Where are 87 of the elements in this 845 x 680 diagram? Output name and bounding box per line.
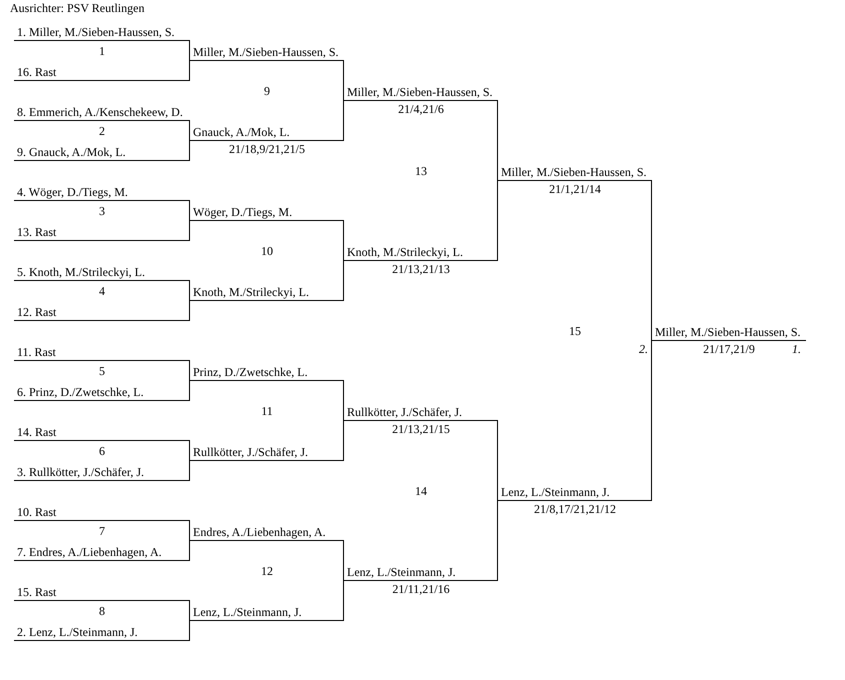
bracket-line [343, 220, 344, 261]
team-slot: Prinz, D./Zwetschke, L. [190, 364, 344, 381]
match-number: 11 [261, 404, 273, 419]
team-slot: 12. Rast [14, 304, 190, 321]
match-score: 21/4,21/6 [398, 102, 444, 117]
team-slot: 7. Endres, A./Liebenhagen, A. [14, 544, 190, 561]
bracket-line [189, 40, 190, 61]
team-slot: 16. Rast [14, 64, 190, 81]
team-slot: Wöger, D./Tiegs, M. [190, 204, 344, 221]
match-number: 8 [99, 604, 105, 619]
match-number: 1 [99, 44, 105, 59]
bracket-line [189, 300, 190, 321]
bracket-line [343, 540, 344, 581]
team-slot: 10. Rast [14, 504, 190, 521]
team-slot: 9. Gnauck, A./Mok, L. [14, 144, 190, 161]
bracket-line [189, 220, 190, 241]
team-slot: Endres, A./Liebenhagen, A. [190, 524, 344, 541]
bracket-line [343, 60, 344, 101]
match-number: 13 [415, 164, 427, 179]
match-number: 12 [261, 564, 273, 579]
bracket-line [189, 540, 190, 561]
match-number: 14 [415, 484, 427, 499]
match-score: 21/18,9/21,21/5 [229, 142, 305, 157]
title: Ausrichter: PSV Reutlingen [10, 1, 144, 16]
placement-number: 1. [792, 342, 801, 357]
match-number: 9 [264, 84, 270, 99]
team-slot: 4. Wöger, D./Tiegs, M. [14, 184, 190, 201]
team-slot: 6. Prinz, D./Zwetschke, L. [14, 384, 190, 401]
placement-number: 2. [639, 342, 648, 357]
bracket-line [189, 520, 190, 541]
match-score: 21/17,21/9 [703, 342, 755, 357]
bracket-line [189, 440, 190, 461]
match-score: 21/1,21/14 [549, 182, 601, 197]
bracket-line [343, 420, 344, 461]
team-slot: 11. Rast [14, 344, 190, 361]
bracket-line [497, 180, 498, 261]
team-slot: 5. Knoth, M./Strileckyi, L. [14, 264, 190, 281]
bracket-line [651, 180, 652, 341]
bracket-line [343, 580, 344, 621]
bracket-line [497, 500, 498, 581]
match-number: 6 [99, 444, 105, 459]
bracket-line [189, 200, 190, 221]
match-number: 2 [99, 124, 105, 139]
team-slot: Lenz, L./Steinmann, J. [344, 564, 498, 581]
bracket-line [343, 380, 344, 421]
bracket-line [343, 260, 344, 301]
match-score: 21/8,17/21,21/12 [534, 502, 616, 517]
team-slot: Knoth, M./Strileckyi, L. [344, 244, 498, 261]
bracket-line [189, 600, 190, 621]
bracket-line [343, 100, 344, 141]
team-slot: 3. Rullkötter, J./Schäfer, J. [14, 464, 190, 481]
bracket-line [189, 60, 190, 81]
bracket-line [189, 280, 190, 301]
team-slot: 14. Rast [14, 424, 190, 441]
bracket-line [189, 380, 190, 401]
match-score: 21/13,21/13 [392, 262, 450, 277]
match-score: 21/13,21/15 [392, 422, 450, 437]
bracket-line [189, 460, 190, 481]
team-slot: Rullkötter, J./Schäfer, J. [344, 404, 498, 421]
match-number: 7 [99, 524, 105, 539]
team-slot: 8. Emmerich, A./Kenschekeew, D. [14, 104, 190, 121]
team-slot: 13. Rast [14, 224, 190, 241]
bracket-line [189, 120, 190, 141]
bracket-line [189, 140, 190, 161]
team-slot: 15. Rast [14, 584, 190, 601]
bracket-line [497, 420, 498, 501]
match-number: 4 [99, 284, 105, 299]
bracket-line [189, 620, 190, 641]
team-slot: Rullkötter, J./Schäfer, J. [190, 444, 344, 461]
bracket-line [651, 340, 652, 501]
team-slot: Lenz, L./Steinmann, J. [498, 484, 652, 501]
team-slot: Gnauck, A./Mok, L. [190, 124, 344, 141]
match-number: 15 [569, 324, 581, 339]
team-slot: Miller, M./Sieben-Haussen, S. [652, 324, 806, 341]
team-slot: 1. Miller, M./Sieben-Haussen, S. [14, 24, 190, 41]
bracket-line [189, 360, 190, 381]
match-number: 5 [99, 364, 105, 379]
team-slot: Miller, M./Sieben-Haussen, S. [190, 44, 344, 61]
team-slot: Miller, M./Sieben-Haussen, S. [498, 164, 652, 181]
team-slot: Miller, M./Sieben-Haussen, S. [344, 84, 498, 101]
team-slot: 2. Lenz, L./Steinmann, J. [14, 624, 190, 641]
match-number: 3 [99, 204, 105, 219]
team-slot: Knoth, M./Strileckyi, L. [190, 284, 344, 301]
match-number: 10 [261, 244, 273, 259]
match-score: 21/11,21/16 [392, 582, 450, 597]
team-slot: Lenz, L./Steinmann, J. [190, 604, 344, 621]
bracket-line [497, 100, 498, 181]
